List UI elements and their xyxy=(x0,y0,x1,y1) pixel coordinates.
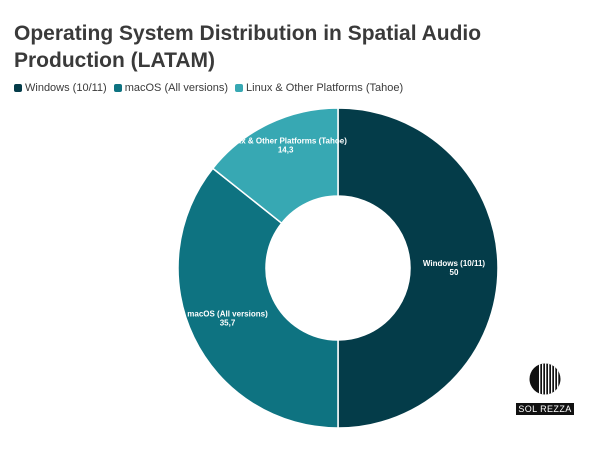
chart-legend: Windows (10/11) macOS (All versions) Lin… xyxy=(14,82,410,94)
legend-label-macos: macOS (All versions) xyxy=(124,82,229,94)
donut-slice-macos xyxy=(177,167,339,429)
legend-item-macos: macOS (All versions) xyxy=(113,82,229,94)
slice-value-macos: 35,7 xyxy=(220,318,236,327)
legend-label-windows: Windows (10/11) xyxy=(25,82,107,94)
donut-slice-windows xyxy=(337,107,499,429)
chart-title: Operating System Distribution in Spatial… xyxy=(14,22,482,72)
legend-item-windows: Windows (10/11) xyxy=(14,82,107,94)
watermark-text: SOL REZZA xyxy=(516,403,574,415)
slice-label-windows: Windows (10/11) xyxy=(423,259,486,268)
legend-swatch-macos xyxy=(113,84,122,92)
slice-value-linux: 14,3 xyxy=(278,146,294,155)
legend-item-linux: Linux & Other Platforms (Tahoe) xyxy=(235,82,403,94)
legend-label-linux: Linux & Other Platforms (Tahoe) xyxy=(246,82,404,94)
slice-label-linux: Linux & Other Platforms (Tahoe) xyxy=(224,137,347,146)
legend-swatch-windows xyxy=(14,84,22,92)
sol-rezza-logo: SOL REZZA xyxy=(516,363,574,415)
sol-rezza-mark-icon xyxy=(529,363,561,395)
legend-swatch-linux xyxy=(235,84,244,92)
donut-slice-linux xyxy=(211,107,339,225)
slice-value-windows: 50 xyxy=(450,268,459,277)
slice-label-macos: macOS (All versions) xyxy=(187,309,268,318)
